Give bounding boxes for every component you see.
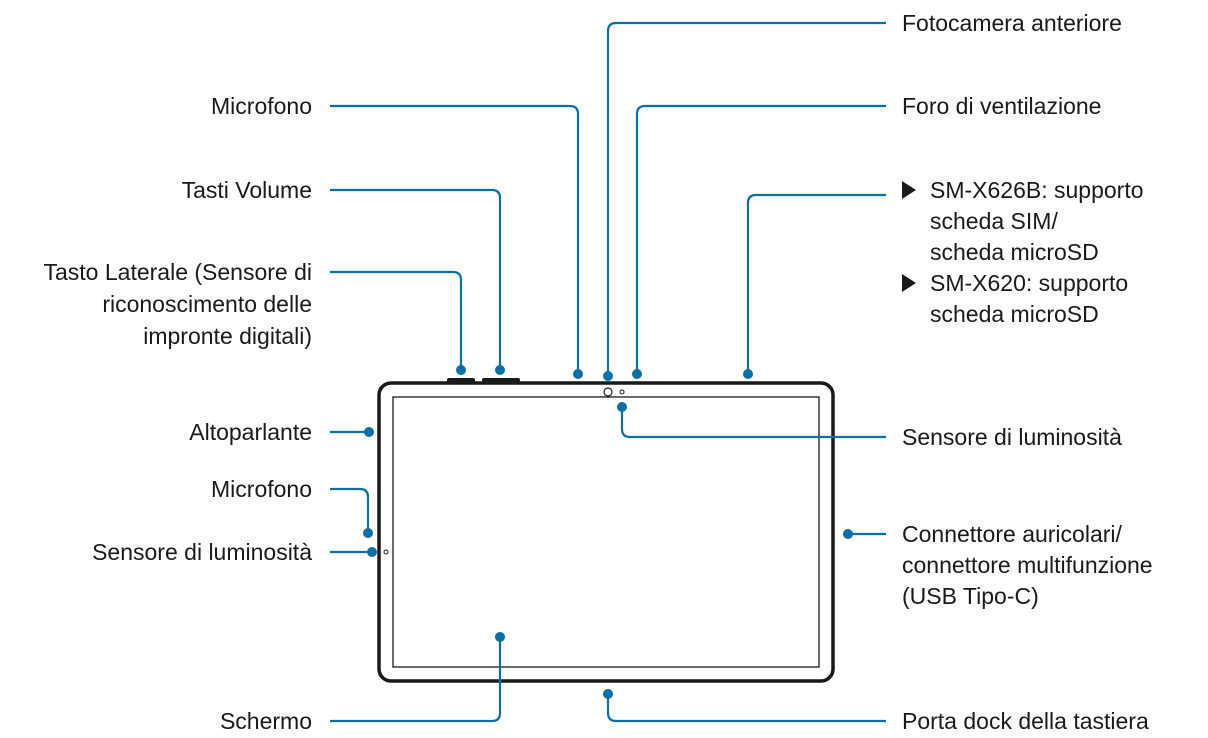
dot-front-camera [603, 371, 613, 381]
label-connector-line3: (USB Tipo-C) [902, 583, 1039, 609]
leader-light-top [620, 407, 886, 439]
tablet-body [377, 381, 835, 683]
label-side-key-line2: riconoscimento delle [102, 291, 312, 317]
label-connector-line2: connettore multifunzione [902, 552, 1153, 578]
label-sim-line3: scheda microSD [930, 239, 1099, 265]
label-sim-line4: SM-X620: supporto [930, 270, 1129, 296]
leader-mic-side [330, 487, 370, 533]
side-key-button [447, 378, 475, 384]
dot-light-side [367, 547, 377, 557]
dot-vent [632, 369, 642, 379]
label-dock: Porta dock della tastiera [902, 708, 1149, 734]
dot-screen [495, 632, 505, 642]
label-front-camera: Fotocamera anteriore [902, 10, 1122, 36]
label-volume: Tasti Volume [181, 177, 312, 203]
label-connector-line1: Connettore auricolari/ [902, 521, 1122, 547]
label-side-key-line3: impronte digitali) [143, 323, 312, 349]
leader-dock [606, 694, 886, 723]
label-side-key-line1: Tasto Laterale (Sensore di [43, 259, 313, 285]
label-vent: Foro di ventilazione [902, 93, 1102, 119]
label-mic-side: Microfono [211, 476, 312, 502]
label-sim-line1: SM-X626B: supporto [930, 177, 1144, 203]
label-screen: Schermo [219, 708, 312, 734]
dot-connector [843, 529, 853, 539]
leader-vent [635, 104, 886, 374]
bullet-icon-microsd [902, 274, 916, 292]
leader-sim [746, 193, 886, 374]
leader-screen [330, 637, 502, 723]
leader-front-camera [606, 21, 886, 376]
label-sim-line2: scheda SIM/ [930, 208, 1058, 234]
light-sensor-side [383, 549, 389, 555]
label-light-top: Sensore di luminosità [902, 424, 1122, 450]
dot-sim [743, 369, 753, 379]
label-sim-line5: scheda microSD [930, 301, 1099, 327]
label-mic-top: Microfono [211, 93, 312, 119]
dot-speaker [364, 427, 374, 437]
dot-light-top [617, 402, 627, 412]
label-speaker: Altoparlante [189, 419, 312, 445]
bullet-icon-sim [902, 181, 916, 199]
volume-keys [482, 378, 520, 384]
leader-mic-top [330, 104, 580, 374]
label-light-side: Sensore di luminosità [92, 539, 312, 565]
dot-mic-side [363, 528, 373, 538]
leader-side-key [330, 270, 463, 370]
dot-side-key [456, 365, 466, 375]
dot-mic-top [573, 369, 583, 379]
dot-volume [495, 365, 505, 375]
tablet-screen [392, 396, 820, 668]
front-camera-lens [603, 387, 613, 397]
light-sensor-top [619, 389, 625, 395]
leader-volume [330, 188, 502, 370]
dot-dock [603, 689, 613, 699]
